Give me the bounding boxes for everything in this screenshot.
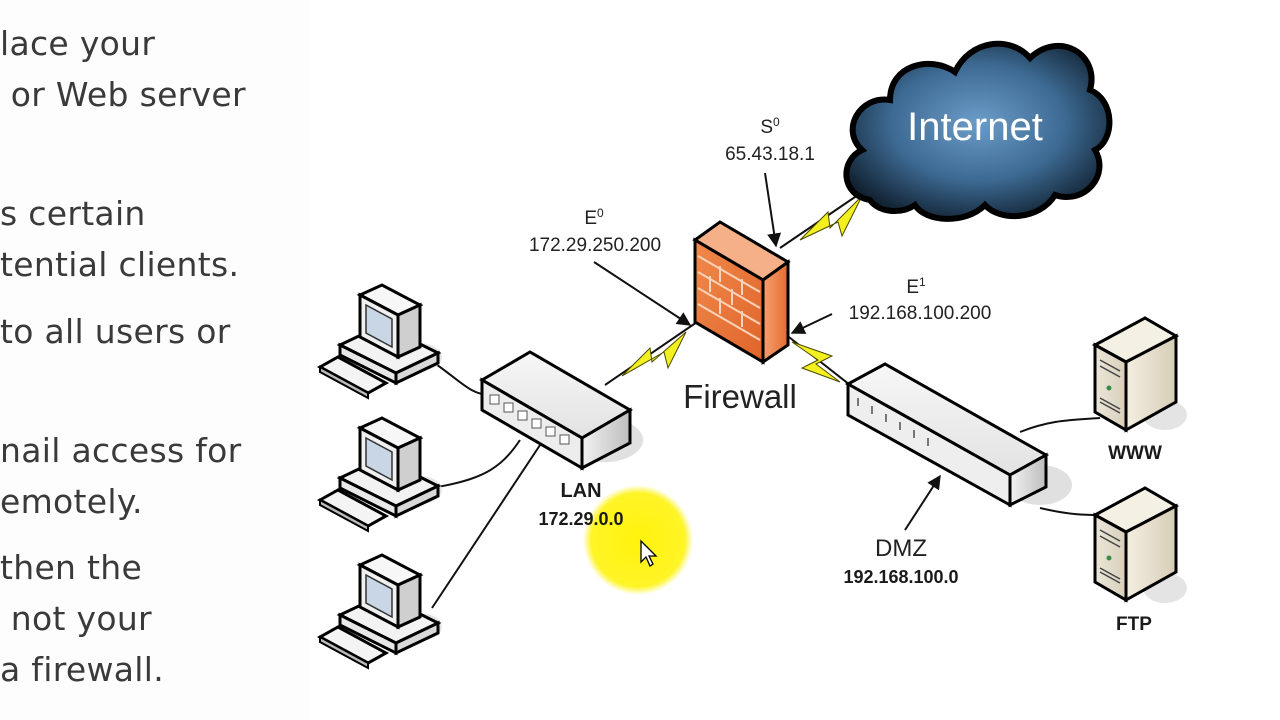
svg-text:E1: E1 [906, 275, 926, 298]
dmz-label: DMZ [875, 535, 927, 562]
slide-text-line: a firewall. [0, 650, 164, 689]
e1-name: E [906, 277, 919, 298]
lan-label: LAN [560, 480, 601, 502]
server-ftp: FTP [1091, 486, 1187, 635]
cable-pc2-lan [431, 439, 521, 489]
svg-text:S0: S0 [760, 115, 780, 138]
e1-ip: 192.168.100.200 [849, 303, 992, 324]
slide-text-line: nail access for [0, 431, 242, 470]
lightning-icon [799, 195, 863, 241]
firewall: Firewall [683, 220, 797, 415]
interface-e0: E0 172.29.250.200 [529, 206, 692, 326]
interface-e1: E1 192.168.100.200 [790, 275, 992, 334]
e0-arrow [593, 261, 692, 326]
s0-sup: 0 [773, 115, 780, 129]
dmz-switch: DMZ 192.168.100.0 [843, 362, 1072, 587]
ftp-label: FTP [1116, 614, 1152, 635]
server-www: WWW [1091, 316, 1187, 464]
cable-dmz-ftp [1039, 507, 1101, 516]
interface-s0: S0 65.43.18.1 [725, 115, 815, 248]
lan-switch: LAN [479, 350, 643, 502]
slide-text-line: s certain [0, 194, 146, 233]
workstation [316, 283, 442, 400]
slide-text-line: not your [0, 599, 152, 638]
e0-sup: 0 [597, 206, 604, 220]
slide-text-line: emotely. [0, 482, 143, 521]
slide-text-panel: lace your or Web server s certain tentia… [0, 0, 310, 720]
cursor-highlight [583, 485, 693, 595]
dmz-arrow [904, 474, 941, 531]
workstation [316, 416, 442, 533]
mouse-cursor-icon [640, 539, 658, 567]
cable-dmz-www [1019, 417, 1101, 433]
s0-arrow [764, 172, 782, 248]
e0-name: E [584, 208, 597, 229]
dmz-network: 192.168.100.0 [843, 567, 958, 587]
e1-arrow [790, 313, 833, 334]
slide-text-line: to all users or [0, 312, 231, 351]
lan-network: 172.29.0.0 [538, 509, 623, 529]
lightning-icon [791, 341, 841, 383]
slide-text-line: tential clients. [0, 245, 240, 284]
www-label: WWW [1108, 443, 1162, 464]
e0-ip: 172.29.250.200 [529, 235, 661, 256]
lightning-icon [621, 331, 687, 377]
workstations [316, 283, 442, 670]
s0-name: S [760, 117, 773, 138]
slide-text-line: or Web server [0, 75, 246, 114]
slide-text-line: lace your [0, 24, 156, 63]
svg-text:E0: E0 [584, 206, 604, 229]
internet-label: Internet [907, 105, 1043, 149]
cable-pc3-lan [431, 429, 551, 609]
s0-ip: 65.43.18.1 [725, 144, 815, 165]
internet-cloud: Internet [843, 40, 1113, 222]
lightning-icons [621, 195, 863, 383]
cloud-icon [843, 40, 1113, 222]
workstation [316, 553, 442, 670]
slide-text-line: then the [0, 548, 143, 587]
firewall-label: Firewall [683, 378, 797, 415]
cable-lan-firewall [604, 319, 701, 386]
e1-sup: 1 [919, 275, 926, 289]
